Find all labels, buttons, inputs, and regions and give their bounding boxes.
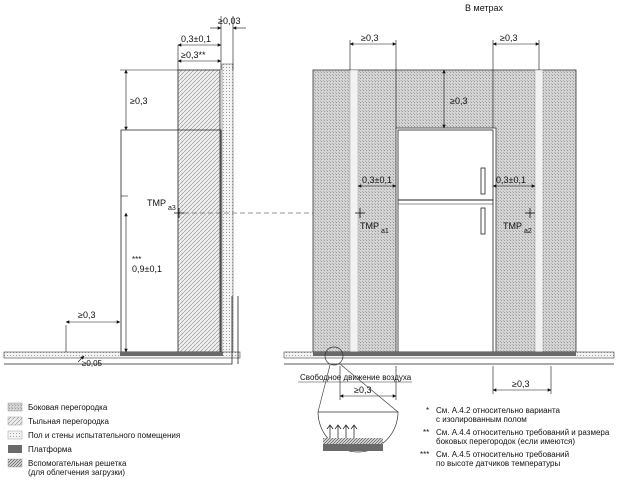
sensor-a2-label: ТМР [503,221,522,231]
note-mark-3: *** [420,450,429,459]
airflow-detail-circle [324,346,344,366]
dim-front-clearance: ≥0,3 [78,310,95,320]
dim-front-left: ≥0,3 [361,33,378,43]
sensor-a1-sub: a1 [381,228,389,235]
dim-gap-top-right: ≥0,03 [218,16,240,26]
legend-swatch-wall [7,430,23,440]
left-side-view: ≥0,03 0,3±0,1 ≥0,3** ≥0,3 *** 0,9±0,1 ≥0… [3,16,246,368]
front-back-partition-right [534,69,544,353]
legend-label-side: Боковая перегородка [28,403,108,412]
dim-back-width: ≥0,3** [181,50,206,60]
dim-left-top-clearance: ≥0,3 [130,96,147,106]
sensor-a1-label: ТМР [360,221,379,231]
left-platform [120,352,223,356]
dim-front-right: ≥0,3 [500,33,517,43]
dim-back-offset: 0,3±0,1 [181,34,211,44]
legend: Боковая перегородка Тыльная перегородка … [7,402,180,477]
sensor-a2-sub: a2 [524,228,532,235]
dim-sensor-stars: *** [132,255,141,264]
dim-front-left-offset: 0,3±0,1 [362,175,392,185]
appliance-front [397,129,494,353]
freezer-handle [480,167,486,195]
legend-label-grid: Вспомогательная решетка(для облегчения з… [28,459,127,477]
note-text-2: См. А.4.4 относительно требований и разм… [436,428,610,446]
left-room-wall [221,63,234,357]
front-platform [313,352,576,356]
dim-sensor-height: 0,9±0,1 [132,264,162,274]
dim-bottom-right: ≥0,3 [512,379,529,389]
front-back-partition-left [349,69,359,353]
fridge-handle [480,207,486,235]
legend-label-wall: Пол и стены испытательного помещения [28,431,180,440]
legend-label-back: Тыльная перегородка [28,417,109,426]
legend-swatch-side [7,402,23,412]
note-mark-2: ** [423,428,429,437]
dim-front-right-offset: 0,3±0,1 [496,175,526,185]
units-label: В метрах [465,3,504,13]
legend-swatch-grid [7,458,23,468]
back-partition [177,69,221,355]
dim-bottom-left: ≥0,3 [354,385,371,395]
sensor-a3-sub: a3 [168,205,176,212]
dim-front-top-clearance: ≥0,3 [450,96,467,106]
legend-swatch-platform [8,445,22,453]
dim-platform-offset: ≥0,05 [82,359,103,368]
sensor-a3-label: ТМР [147,198,166,208]
note-mark-1: * [426,406,429,415]
legend-label-platform: Платформа [28,445,72,454]
legend-swatch-back [7,416,23,426]
front-view: ≥0,3 ≥0,3 ≥0,3 0,3±0,1 0,3±0,1 ТМР a1 ТМ… [283,33,615,453]
